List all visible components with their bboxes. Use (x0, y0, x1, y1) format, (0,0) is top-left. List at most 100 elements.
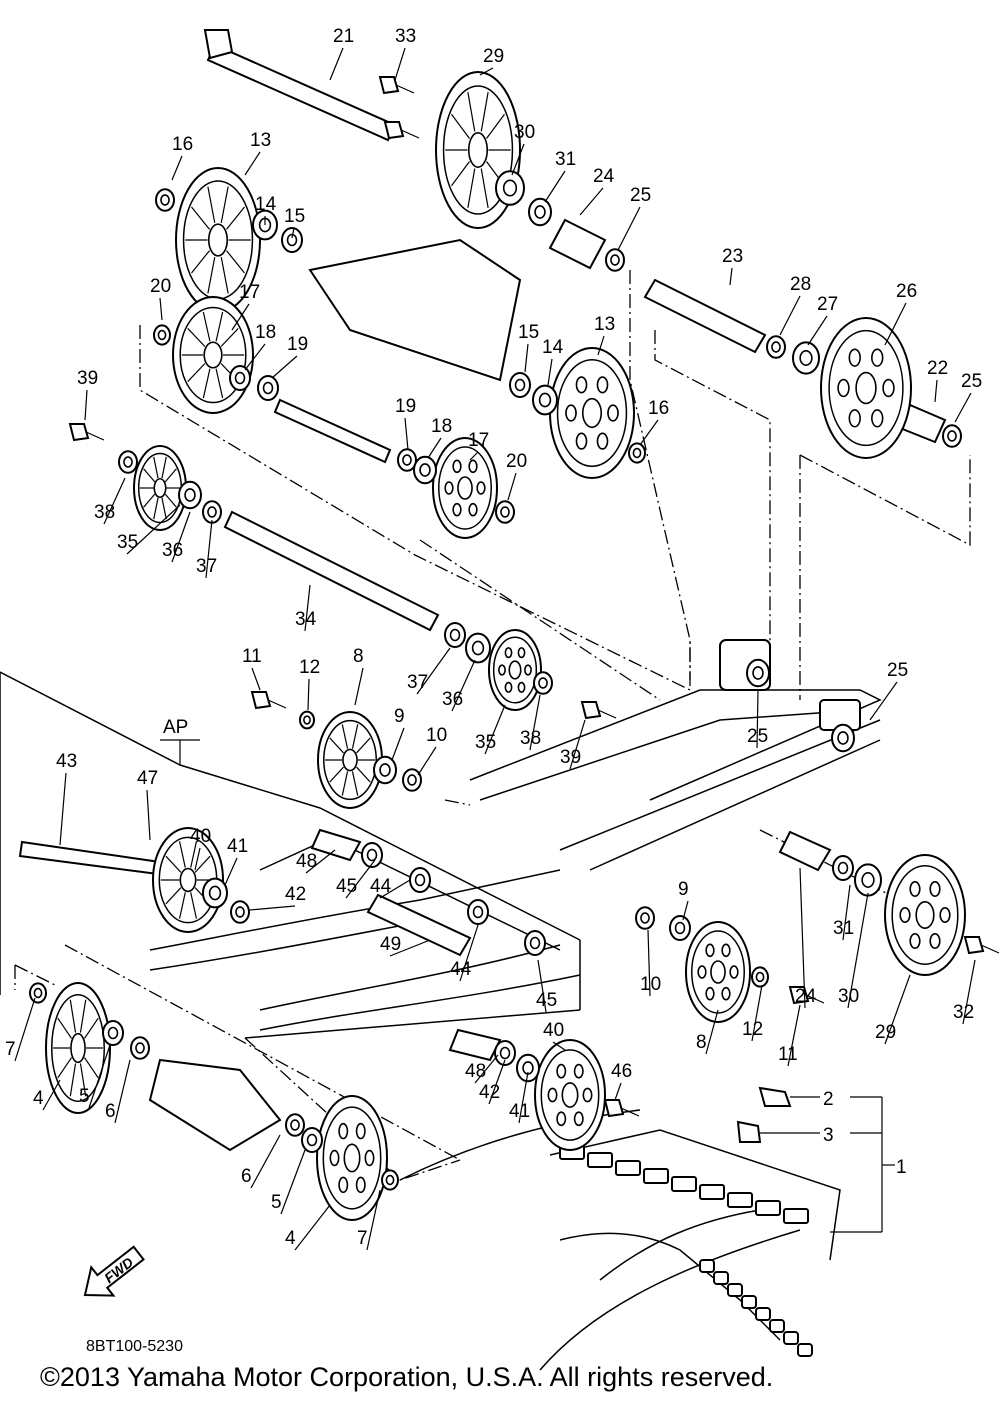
part-number-label: 10 (426, 725, 447, 746)
leader-line (529, 694, 541, 751)
part-number-label: 3 (823, 1125, 834, 1146)
part-number-label: 38 (520, 728, 541, 749)
leader-line (552, 1041, 566, 1051)
bolt-icon (250, 691, 287, 710)
part-number-label: 14 (255, 194, 277, 215)
leader-line (488, 1059, 506, 1105)
part-number-label: 7 (5, 1039, 16, 1060)
leader-line (250, 1134, 281, 1189)
leader-line (404, 417, 409, 451)
part-number-label: 20 (506, 451, 527, 472)
washer (285, 1113, 305, 1137)
wheel (820, 317, 912, 459)
leader-line (756, 689, 759, 749)
leader-line (171, 155, 183, 181)
leader-line (304, 584, 311, 632)
part-number-label: 43 (56, 751, 77, 772)
washer (854, 863, 882, 897)
leader-line (379, 879, 411, 899)
washer (230, 900, 250, 924)
washer (409, 867, 431, 893)
leader-line (451, 659, 476, 712)
wheel (432, 437, 498, 539)
leader-line (249, 905, 296, 911)
wheel (45, 982, 111, 1114)
part-number-label: 29 (483, 46, 504, 67)
ap-label: AP (163, 717, 188, 738)
leader-line (231, 303, 250, 331)
washer (509, 372, 531, 398)
leader-line (842, 884, 851, 941)
leader-line (114, 1059, 131, 1124)
leader-line (354, 667, 364, 706)
leader-line (84, 389, 88, 421)
washer (516, 1053, 540, 1083)
leader-line (417, 746, 437, 776)
part-number-label: 34 (295, 609, 317, 630)
washer (494, 1040, 516, 1066)
washer (465, 632, 491, 664)
part-number-label: 7 (357, 1228, 368, 1249)
part-number-label: 2 (823, 1089, 834, 1110)
washer (832, 855, 854, 881)
part-number-label: 15 (284, 206, 305, 227)
washer (102, 1020, 124, 1046)
washer (669, 915, 691, 941)
washer (402, 768, 422, 792)
wheel (133, 445, 187, 531)
leader-line (479, 67, 494, 76)
part-number-label: 37 (407, 672, 428, 693)
leader-line (280, 1149, 306, 1215)
washer (381, 1169, 399, 1191)
leader-line (305, 849, 336, 874)
leader-line (391, 727, 405, 761)
washer (751, 966, 769, 988)
washer (532, 384, 558, 416)
part-number-label: 32 (953, 1002, 974, 1023)
bolt-icon (383, 121, 420, 140)
part-number-label: 26 (896, 281, 917, 302)
track-lug (713, 1271, 729, 1285)
part-number-label: 39 (560, 747, 581, 768)
track-lug (797, 1343, 813, 1357)
washer (373, 755, 397, 785)
part-number-label: 48 (465, 1061, 486, 1082)
leader-lines (14, 47, 976, 1251)
part-number-label: 40 (190, 826, 211, 847)
leader-line (205, 519, 213, 579)
track-cleat (727, 1192, 753, 1208)
washer (301, 1127, 323, 1153)
part-number-label: 36 (442, 689, 463, 710)
part-number-label: 46 (611, 1061, 632, 1082)
leader-line (617, 206, 641, 251)
leader-line (366, 1189, 381, 1251)
forward-arrow-icon: FWD (83, 1245, 145, 1297)
track-cleat (699, 1184, 725, 1200)
part-number-label: 29 (875, 1022, 896, 1043)
washer (397, 448, 417, 472)
part-number-label: 38 (94, 502, 115, 523)
leader-line (597, 335, 605, 356)
small-parts (29, 76, 1000, 1191)
leader-line (511, 143, 525, 176)
part-number-label: 37 (196, 556, 217, 577)
part-number-label: 1 (896, 1157, 907, 1178)
track-lug (699, 1259, 715, 1273)
washer (831, 723, 855, 753)
track-cleat (615, 1160, 641, 1176)
part-number-label: 4 (285, 1228, 296, 1249)
bolt-icon (603, 1099, 640, 1118)
track-cleat (643, 1168, 669, 1184)
part-number-label: 30 (838, 986, 859, 1007)
part-number-label: 6 (241, 1166, 252, 1187)
leader-line (345, 859, 376, 899)
shafts (18, 29, 947, 1152)
leader-line (146, 789, 151, 841)
track-belt (399, 1109, 841, 1371)
leader-line (647, 929, 651, 997)
part-number-label: 8 (353, 646, 364, 667)
leader-line (934, 379, 938, 403)
washer (361, 842, 383, 868)
part-number-label: 13 (250, 130, 271, 151)
